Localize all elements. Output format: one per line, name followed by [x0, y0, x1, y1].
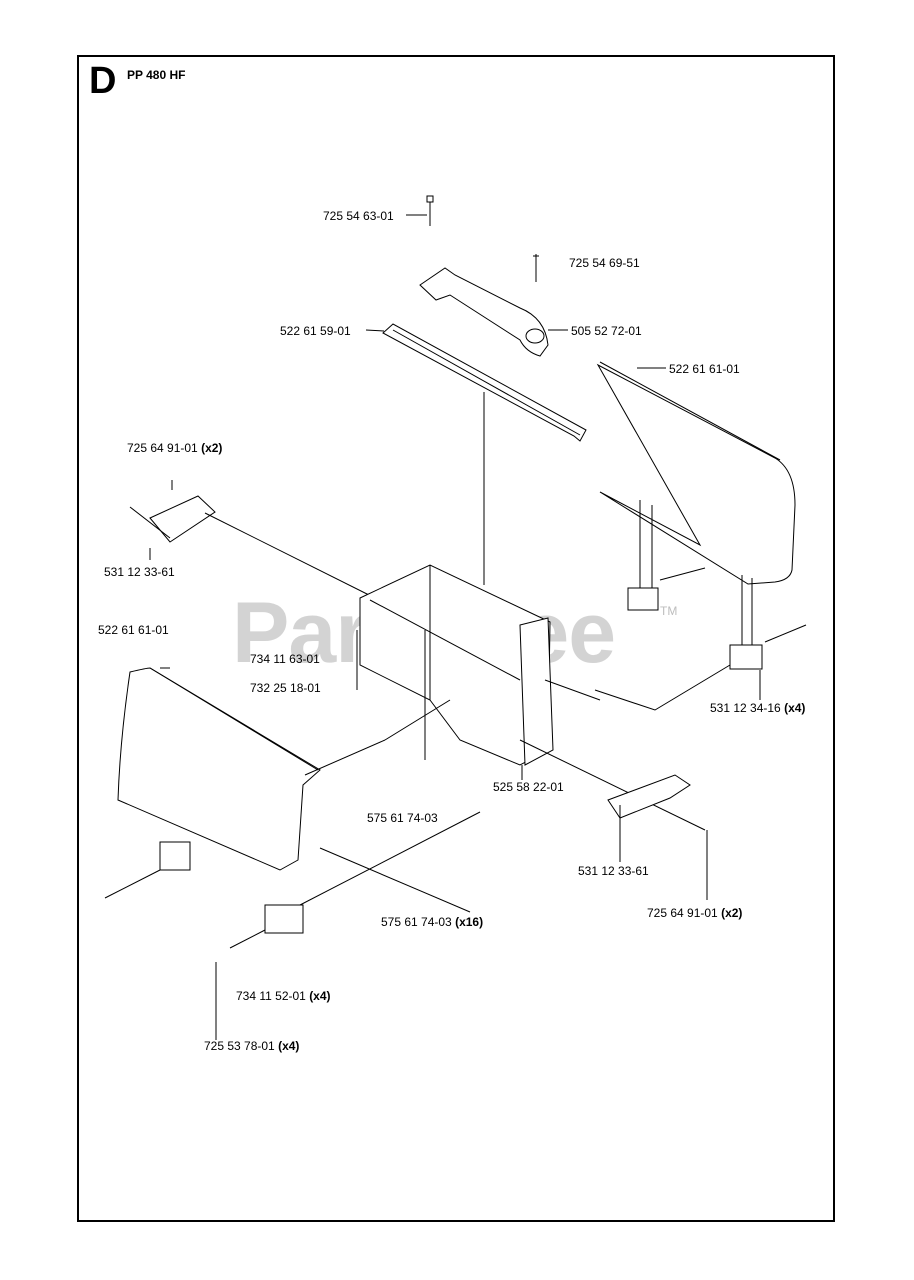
rail-522-61-59-01: [365, 323, 587, 585]
part-label: 522 61 61-01: [669, 362, 740, 376]
part-label: 525 58 22-01: [493, 780, 564, 794]
bracket-left: [129, 480, 376, 599]
part-label: 531 12 34-16 (x4): [710, 701, 806, 715]
watermark-tm: TM: [660, 604, 678, 618]
part-label: 725 53 78-01 (x4): [204, 1039, 300, 1053]
section-letter: D: [89, 60, 117, 102]
part-label: 725 64 91-01 (x2): [647, 906, 743, 920]
bracket-right: [607, 774, 708, 900]
pin-725-54-69-51: [533, 254, 539, 282]
part-label: 522 61 61-01: [98, 623, 169, 637]
part-label: 732 25 18-01: [250, 681, 321, 695]
part-label: 725 54 63-01: [323, 209, 394, 223]
part-label: 531 12 33-61: [578, 864, 649, 878]
part-label: 522 61 59-01: [280, 324, 351, 338]
right-guard: [594, 361, 807, 711]
handle-bar: [419, 267, 568, 357]
part-label: 734 11 63-01: [250, 652, 320, 666]
part-label: 725 54 69-51: [569, 256, 640, 270]
model-title: PP 480 HF: [127, 68, 186, 82]
left-guard: [104, 667, 481, 1040]
center-frame: [356, 564, 706, 831]
bolt-725-54-63-01: [406, 195, 434, 226]
part-label: 725 64 91-01 (x2): [127, 441, 223, 455]
part-label: 575 61 74-03 (x16): [381, 915, 484, 929]
part-label: 531 12 33-61: [104, 565, 175, 579]
part-label: 505 52 72-01: [571, 324, 642, 338]
diagram-frame: [77, 55, 835, 1222]
part-label: 575 61 74-03: [367, 811, 438, 825]
part-label: 734 11 52-01 (x4): [236, 989, 331, 1003]
